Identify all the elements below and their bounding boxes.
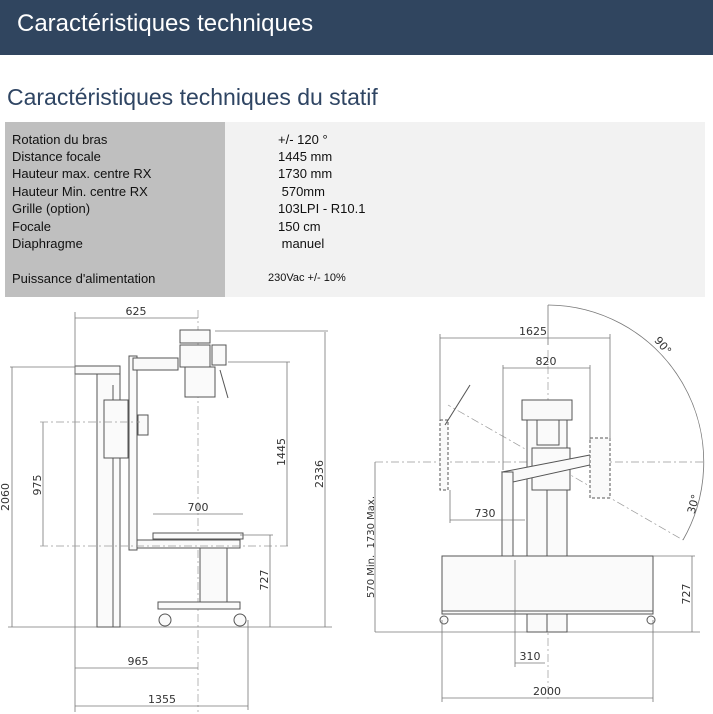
dim-727-front: 727 <box>680 584 693 605</box>
spec-value: 1445 mm <box>278 149 333 164</box>
dim-965: 965 <box>128 655 149 668</box>
spec-label: Diaphragme <box>12 236 83 251</box>
spec-row: Diaphragme manuel <box>5 235 705 252</box>
dim-700: 700 <box>188 501 209 514</box>
spec-value: 150 cm <box>278 219 321 234</box>
side-view-drawing: 625 2060 975 1445 2336 700 727 965 1355 <box>0 305 332 712</box>
spec-label: Hauteur max. centre RX <box>12 166 152 181</box>
spec-value: 103LPI - R10.1 <box>278 201 366 216</box>
dim-2000: 2000 <box>533 685 561 698</box>
spec-row: Hauteur Min. centre RX 570mm <box>5 183 705 200</box>
spec-row: Puissance d'alimentation 230Vac +/- 10% <box>5 270 705 287</box>
specs-table: Rotation du bras +/- 120 ° Distance focal… <box>5 122 705 297</box>
dim-2060: 2060 <box>0 483 12 511</box>
spec-row: Focale 150 cm <box>5 218 705 235</box>
spec-label: Rotation du bras <box>12 132 108 147</box>
spec-label: Focale <box>12 219 52 234</box>
specs-value-column <box>225 122 705 297</box>
angle-30: 30° <box>685 493 703 515</box>
dim-1445: 1445 <box>275 438 288 466</box>
spec-row: Grille (option) 103LPI - R10.1 <box>5 200 705 217</box>
spec-value: 1730 mm <box>278 166 333 181</box>
section-title: Caractéristiques techniques du statif <box>7 84 378 110</box>
spec-value: 230Vac +/- 10% <box>268 272 346 284</box>
page-title: Caractéristiques techniques <box>17 10 314 37</box>
dim-2336: 2336 <box>313 460 326 488</box>
spec-label: Puissance d'alimentation <box>12 271 156 286</box>
dim-730: 730 <box>475 507 496 520</box>
dim-975: 975 <box>31 475 44 496</box>
front-view-drawing: 90° 30° 1625 820 570 Min. 1730 Max. 730 … <box>366 304 705 702</box>
spec-label: Hauteur Min. centre RX <box>12 184 148 199</box>
angle-90: 90° <box>651 334 673 357</box>
dim-1355: 1355 <box>148 693 176 706</box>
spec-row: Rotation du bras +/- 120 ° <box>5 131 705 148</box>
spec-value: manuel <box>278 236 325 251</box>
dim-1625: 1625 <box>519 325 547 338</box>
dim-310: 310 <box>520 650 541 663</box>
dim-625: 625 <box>126 305 147 318</box>
dim-820: 820 <box>536 355 557 368</box>
spec-label: Distance focale <box>12 149 101 164</box>
spec-value: +/- 120 ° <box>278 132 328 147</box>
specs-label-column <box>5 122 225 297</box>
spec-row: Hauteur max. centre RX 1730 mm <box>5 165 705 182</box>
spec-row: Distance focale 1445 mm <box>5 148 705 165</box>
page-header: Caractéristiques techniques <box>0 0 713 55</box>
spec-value: 570mm <box>278 184 325 199</box>
dim-height-range: 570 Min. 1730 Max. <box>366 496 377 598</box>
spec-label: Grille (option) <box>12 201 91 216</box>
dim-727: 727 <box>258 570 271 591</box>
